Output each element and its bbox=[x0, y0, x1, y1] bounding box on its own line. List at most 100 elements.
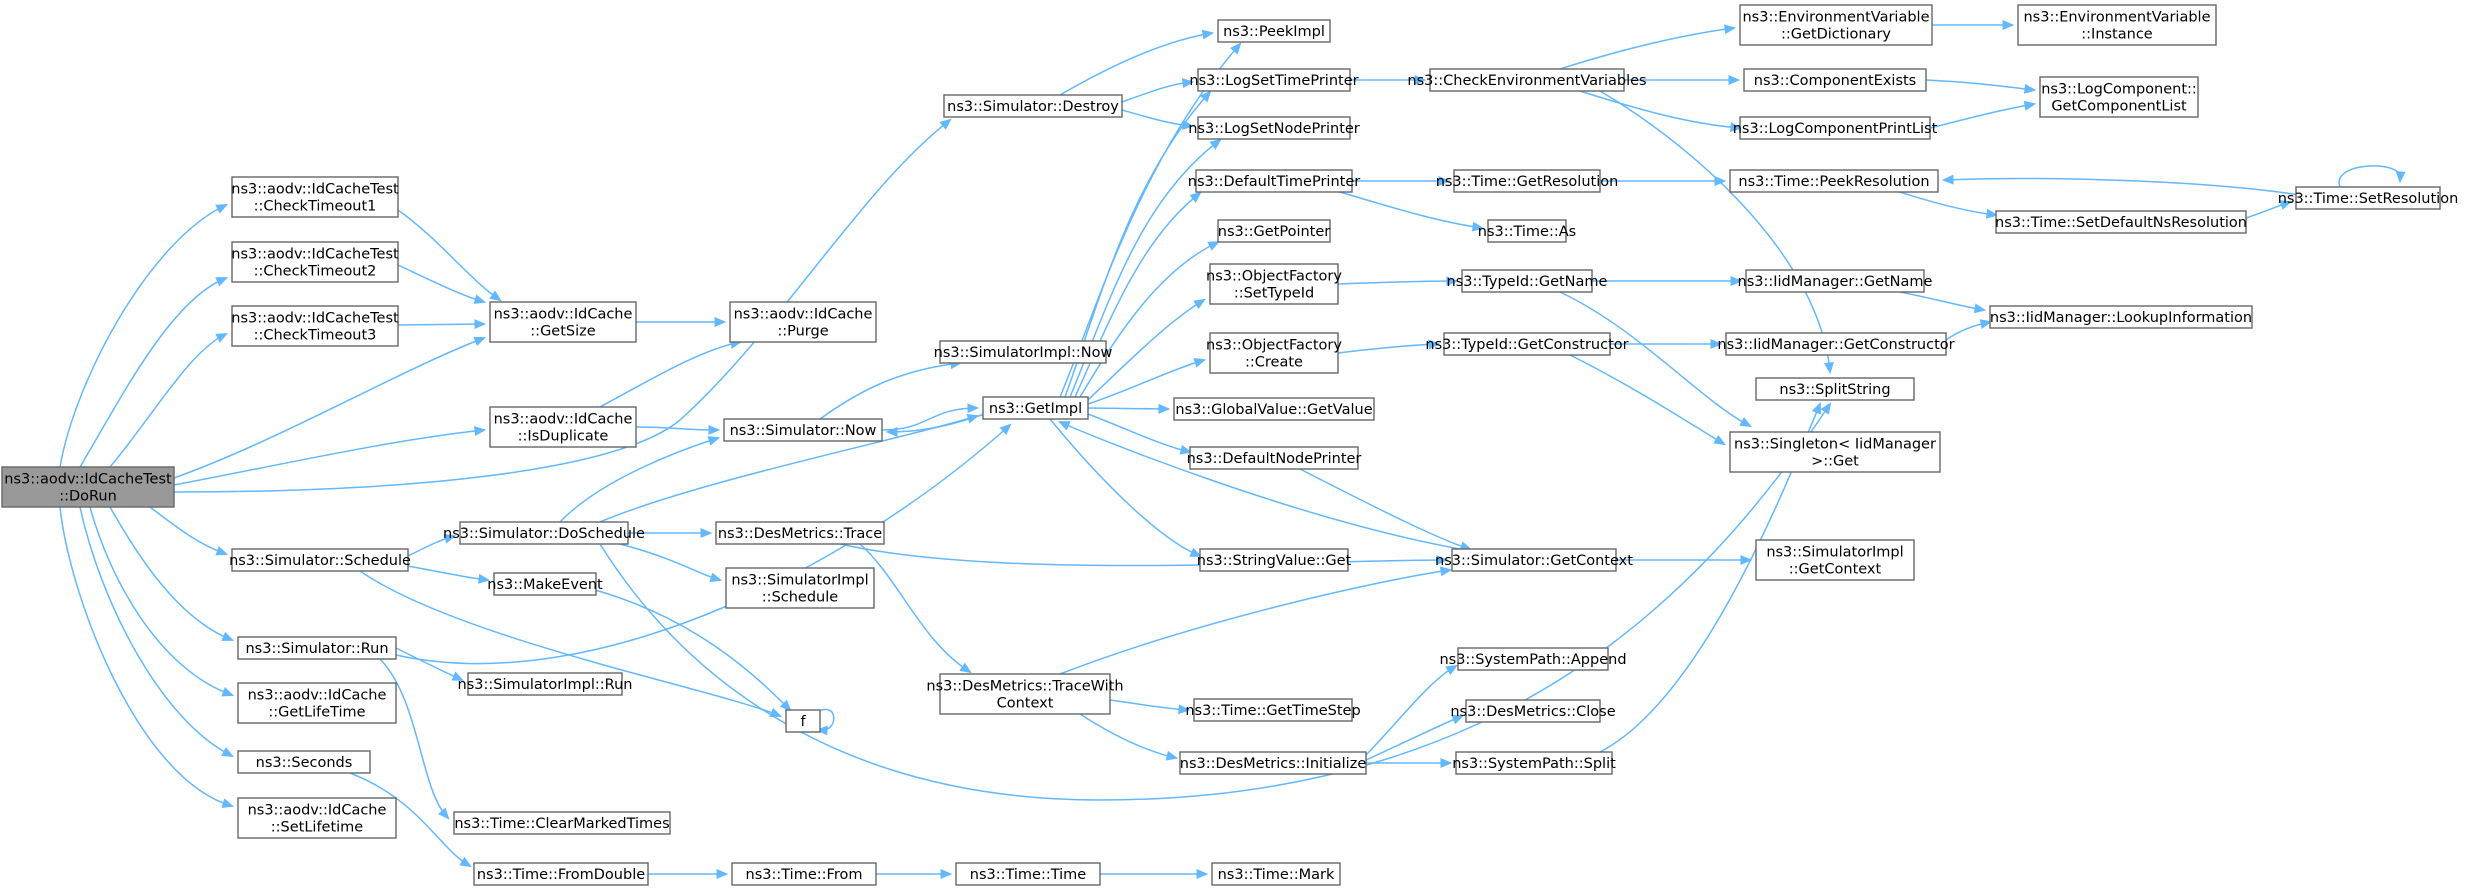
node-getlife[interactable]: ns3::aodv::IdCache::GetLifeTime bbox=[237, 682, 397, 724]
edge-getctx-to-implctx bbox=[1616, 555, 1753, 565]
node-implsched[interactable]: ns3::SimulatorImpl::Schedule bbox=[725, 567, 875, 609]
edge-setres-to-peekres bbox=[1941, 174, 2301, 196]
node-root[interactable]: ns3::aodv::IdCacheTest::DoRun bbox=[1, 466, 175, 508]
edge-schedule-to-makeevent bbox=[407, 565, 491, 584]
node-getimpl[interactable]: ns3::GetImpl bbox=[982, 396, 1089, 420]
node-getres[interactable]: ns3::Time::GetResolution bbox=[1436, 169, 1619, 193]
edge-tracectx-to-dminit bbox=[1079, 713, 1179, 761]
node-peekres[interactable]: ns3::Time::PeekResolution bbox=[1729, 169, 1939, 193]
node-timestep[interactable]: ns3::Time::GetTimeStep bbox=[1185, 698, 1361, 722]
node-label: >::Get bbox=[1811, 454, 1859, 470]
edge-getimpl-to-setty bbox=[1087, 298, 1206, 401]
node-label: ns3::IidManager::GetName bbox=[1738, 274, 1933, 290]
node-getsize[interactable]: ns3::aodv::IdCache::GetSize bbox=[489, 301, 637, 343]
node-label: ns3::ObjectFactory bbox=[1206, 338, 1342, 354]
node-clearmarked[interactable]: ns3::Time::ClearMarkedTimes bbox=[453, 811, 671, 835]
edge-checkenv-to-logprint bbox=[1579, 90, 1743, 133]
node-ct1[interactable]: ns3::aodv::IdCacheTest::CheckTimeout1 bbox=[231, 176, 399, 218]
edge-seconds-to-fromdouble bbox=[349, 772, 472, 868]
node-gvget[interactable]: ns3::GlobalValue::GetValue bbox=[1173, 397, 1375, 421]
node-setty[interactable]: ns3::ObjectFactory::SetTypeId bbox=[1206, 263, 1342, 305]
node-spappend[interactable]: ns3::SystemPath::Append bbox=[1439, 647, 1627, 671]
node-simnow[interactable]: ns3::Simulator::Now bbox=[723, 418, 883, 442]
node-fromdouble[interactable]: ns3::Time::FromDouble bbox=[473, 862, 649, 886]
node-label: ns3::LogSetNodePrinter bbox=[1188, 121, 1360, 137]
node-label: ns3::aodv::IdCacheTest bbox=[231, 247, 399, 263]
node-destroy[interactable]: ns3::Simulator::Destroy bbox=[943, 94, 1123, 118]
edge-schedule-to-dosched bbox=[407, 534, 457, 557]
node-from[interactable]: ns3::Time::From bbox=[731, 862, 877, 886]
node-spsplit[interactable]: ns3::SystemPath::Split bbox=[1452, 751, 1616, 775]
node-label: ::CheckTimeout3 bbox=[254, 328, 377, 344]
node-tidctor[interactable]: ns3::TypeId::GetConstructor bbox=[1425, 332, 1629, 356]
node-setres[interactable]: ns3::Time::SetResolution bbox=[2278, 186, 2459, 210]
node-ct3[interactable]: ns3::aodv::IdCacheTest::CheckTimeout3 bbox=[231, 305, 399, 347]
node-isdup[interactable]: ns3::aodv::IdCache::IsDuplicate bbox=[489, 406, 637, 448]
edge-dosched-to-simnow bbox=[559, 436, 721, 523]
node-strget[interactable]: ns3::StringValue::Get bbox=[1197, 548, 1352, 572]
node-singleton[interactable]: ns3::Singleton< IidManager >::Get bbox=[1729, 431, 1941, 473]
node-label: ns3::aodv::IdCache bbox=[494, 307, 633, 323]
node-getctx[interactable]: ns3::Simulator::GetContext bbox=[1435, 548, 1633, 572]
edge-iidname-to-lookup bbox=[1899, 291, 1987, 314]
node-deftime[interactable]: ns3::DefaultTimePrinter bbox=[1188, 169, 1360, 193]
node-seconds[interactable]: ns3::Seconds bbox=[237, 750, 371, 774]
node-implrun[interactable]: ns3::SimulatorImpl::Run bbox=[458, 672, 633, 696]
node-envinst[interactable]: ns3::EnvironmentVariable::Instance bbox=[2017, 4, 2217, 46]
edge-root-to-getlife bbox=[89, 506, 235, 697]
node-timeas[interactable]: ns3::Time::As bbox=[1478, 219, 1576, 243]
node-label: ns3::Time::PeekResolution bbox=[1738, 174, 1929, 190]
node-iidname[interactable]: ns3::IidManager::GetName bbox=[1738, 269, 1933, 293]
node-purge[interactable]: ns3::aodv::IdCache::Purge bbox=[729, 301, 877, 343]
node-label: ns3::MakeEvent bbox=[487, 577, 603, 593]
node-setdefres[interactable]: ns3::Time::SetDefaultNsResolution bbox=[1995, 210, 2247, 234]
node-logprint[interactable]: ns3::LogComponentPrintList bbox=[1733, 116, 1938, 140]
node-getptr[interactable]: ns3::GetPointer bbox=[1217, 219, 1331, 243]
node-mark[interactable]: ns3::Time::Mark bbox=[1211, 862, 1341, 886]
node-layer: ns3::aodv::IdCacheTest::DoRunns3::aodv::… bbox=[1, 4, 2459, 886]
node-label: ::CheckTimeout2 bbox=[254, 264, 377, 280]
node-trace[interactable]: ns3::DesMetrics::Trace bbox=[715, 521, 885, 545]
node-label: ns3::Time::GetResolution bbox=[1436, 174, 1619, 190]
node-iidctor[interactable]: ns3::IidManager::GetConstructor bbox=[1717, 332, 1955, 356]
node-label: ns3::StringValue::Get bbox=[1197, 553, 1352, 569]
node-label: ::IsDuplicate bbox=[518, 429, 609, 445]
node-peekimpl[interactable]: ns3::PeekImpl bbox=[1217, 19, 1331, 43]
edge-root-to-ct3 bbox=[109, 332, 229, 468]
node-tidname[interactable]: ns3::TypeId::GetName bbox=[1447, 269, 1608, 293]
node-f[interactable]: f bbox=[785, 709, 821, 733]
edge-deftime-to-getres bbox=[1352, 176, 1451, 186]
node-schedule[interactable]: ns3::Simulator::Schedule bbox=[229, 548, 411, 572]
node-lookup[interactable]: ns3::IidManager::LookupInformation bbox=[1989, 305, 2253, 329]
node-dminit[interactable]: ns3::DesMetrics::Initialize bbox=[1179, 751, 1367, 775]
node-split[interactable]: ns3::SplitString bbox=[1755, 377, 1915, 401]
node-create[interactable]: ns3::ObjectFactory::Create bbox=[1206, 332, 1342, 374]
node-compex[interactable]: ns3::ComponentExists bbox=[1743, 68, 1927, 92]
node-dosched[interactable]: ns3::Simulator::DoSchedule bbox=[443, 521, 645, 545]
edge-getsize-to-purge bbox=[636, 317, 727, 327]
node-run[interactable]: ns3::Simulator::Run bbox=[237, 636, 397, 660]
node-implnow[interactable]: ns3::SimulatorImpl::Now bbox=[934, 340, 1113, 364]
node-checkenv[interactable]: ns3::CheckEnvironmentVariables bbox=[1407, 68, 1647, 92]
node-logtime[interactable]: ns3::LogSetTimePrinter bbox=[1189, 68, 1359, 92]
node-lognode[interactable]: ns3::LogSetNodePrinter bbox=[1188, 116, 1360, 140]
node-label: ns3::TypeId::GetName bbox=[1447, 274, 1608, 290]
node-timetime[interactable]: ns3::Time::Time bbox=[955, 862, 1101, 886]
node-envdict[interactable]: ns3::EnvironmentVariable::GetDictionary bbox=[1739, 4, 1933, 46]
edge-create-to-tidctor bbox=[1337, 339, 1441, 354]
node-dmclose[interactable]: ns3::DesMetrics::Close bbox=[1450, 699, 1616, 723]
node-defnode[interactable]: ns3::DefaultNodePrinter bbox=[1187, 446, 1362, 470]
node-makeevent[interactable]: ns3::MakeEvent bbox=[487, 572, 603, 596]
node-ct2[interactable]: ns3::aodv::IdCacheTest::CheckTimeout2 bbox=[231, 241, 399, 283]
node-logcomp[interactable]: ns3::LogComponent::GetComponentList bbox=[2039, 76, 2199, 118]
node-label: ns3::Simulator::Destroy bbox=[947, 99, 1119, 115]
edge-tidname-to-singleton bbox=[1559, 291, 1753, 428]
edge-getimpl-to-getptr bbox=[1079, 240, 1221, 398]
edge-schedule-to-f bbox=[359, 570, 783, 718]
node-label: ns3::DesMetrics::Trace bbox=[718, 526, 882, 542]
node-setlife[interactable]: ns3::aodv::IdCache::SetLifetime bbox=[237, 797, 397, 839]
node-implctx[interactable]: ns3::SimulatorImpl::GetContext bbox=[1755, 539, 1915, 581]
node-label: ns3::LogComponentPrintList bbox=[1733, 121, 1938, 137]
edge-fromdouble-to-from bbox=[648, 869, 729, 879]
